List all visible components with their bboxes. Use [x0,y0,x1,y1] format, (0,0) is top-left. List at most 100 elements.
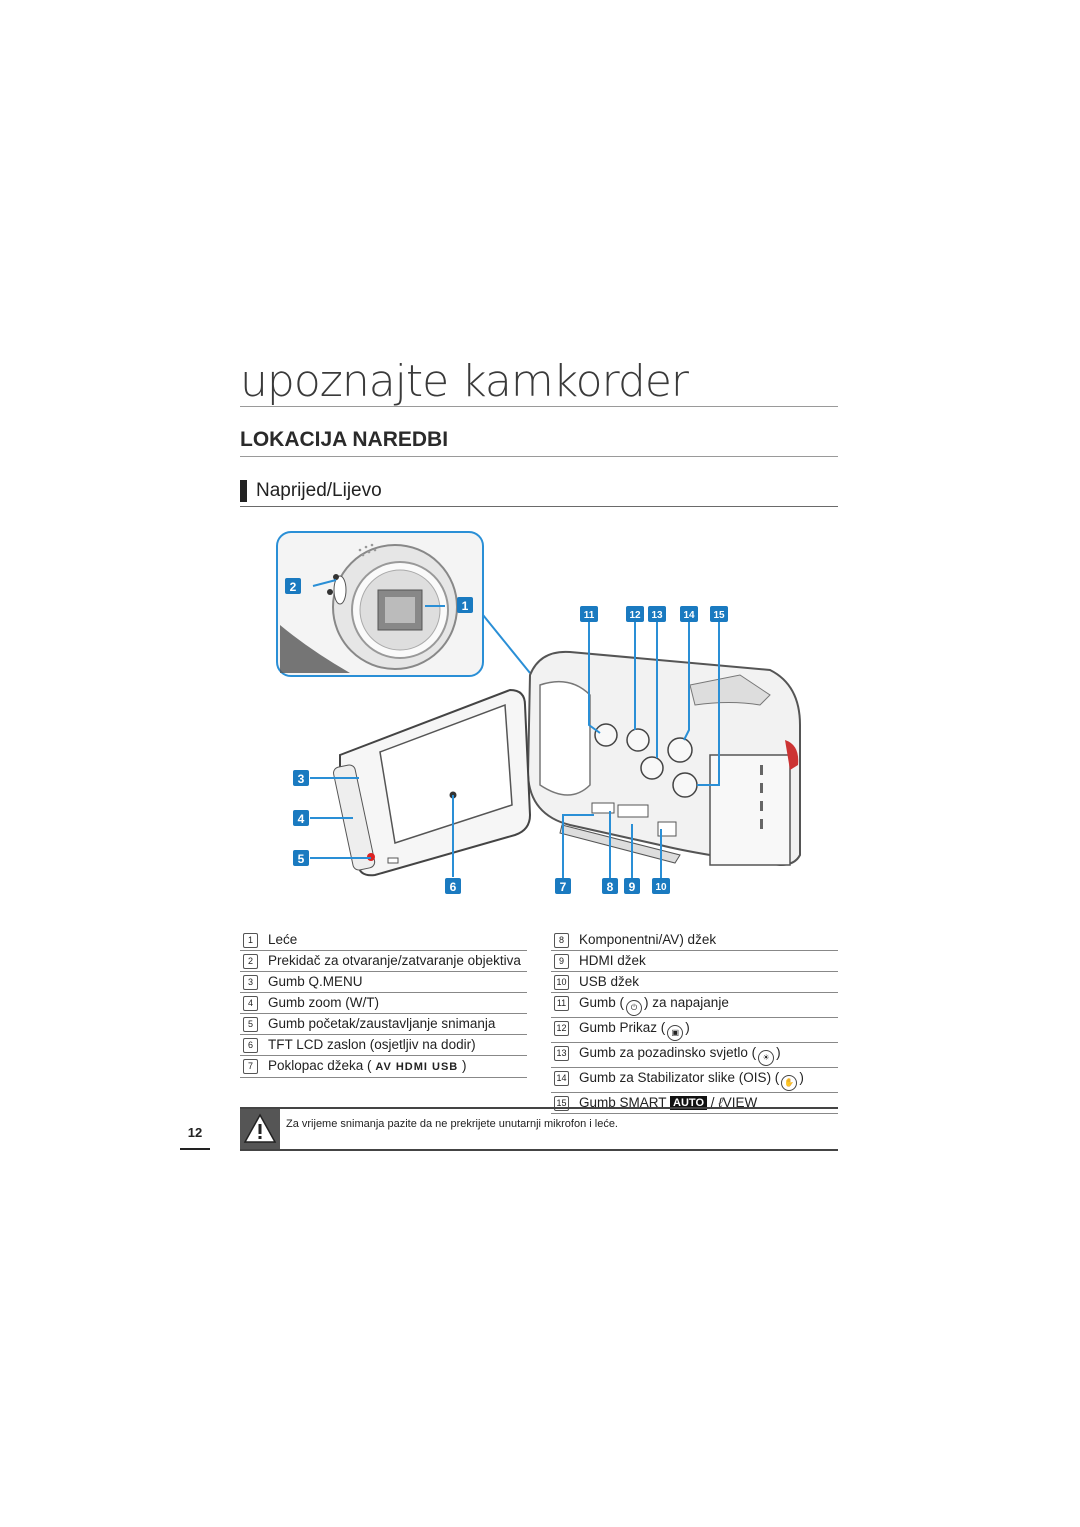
section-title: LOKACIJA NAREDBI [240,428,838,457]
legend-number: 15 [554,1096,569,1111]
legend-text-b: ) [685,1020,690,1035]
legend-text: USB džek [579,974,640,989]
camcorder-diagram: 1 2 3 4 5 6 7 8 9 10 11 12 13 14 15 [276,531,801,894]
callout-11: 11 [580,606,598,622]
legend-number: 13 [554,1046,569,1061]
legend-text-a: Gumb za pozadinsko svjetlo ( [579,1045,757,1060]
legend-text: Poklopac džeka ( AV HDMI USB ) [268,1057,527,1076]
legend-number: 7 [243,1059,258,1074]
legend-left: 1 Leće 2 Prekidač za otvaranje/zatvaranj… [240,930,527,1078]
legend-text: Gumb za Stabilizator slike (OIS) (✋) [579,1069,838,1091]
svg-text:11: 11 [584,610,595,621]
ois-button [667,737,693,763]
legend-text-b: ) [776,1045,781,1060]
ois-icon: ✋ [781,1075,798,1091]
svg-text:12: 12 [629,610,641,621]
legend-number: 12 [554,1021,569,1036]
legend-text-b: / [710,1095,715,1110]
callout-1: 1 [457,597,473,613]
legend-item: 7 Poklopac džeka ( AV HDMI USB ) [240,1056,527,1078]
legend-number: 9 [554,954,569,969]
display-icon: ▣ [667,1025,684,1041]
backlight-icon: ☀ [758,1050,775,1066]
svg-text:10: 10 [655,882,667,893]
legend-text: Gumb za pozadinsko svjetlo (☀) [579,1044,838,1066]
svg-text:4: 4 [298,812,305,826]
legend-item: 10 USB džek [551,972,838,993]
subtitle-bar [240,480,247,502]
legend-text-a: Gumb SMART [579,1095,667,1110]
legend-text: Prekidač za otvaranje/zatvaranje objekti… [268,953,521,968]
sub-title-text: Naprijed/Lijevo [256,480,382,501]
legend-text-c: VIEW [722,1095,758,1110]
legend-text-prefix: Poklopac džeka ( [268,1058,372,1073]
svg-text:14: 14 [683,610,695,621]
legend-number: 5 [243,1017,258,1032]
camcorder-body [526,650,801,867]
legend-text: Gumb početak/zaustavljanje snimanja [268,1016,496,1031]
legend-text: Gumb Prikaz (▣) [579,1019,838,1041]
legend-text: Leće [268,932,298,947]
caution-note: Za vrijeme snimanja pazite da ne prekrij… [240,1107,838,1151]
svg-text:6: 6 [450,880,457,894]
callout-3: 3 [293,770,309,786]
legend-number: 1 [243,933,258,948]
chapter-title: upoznajte kamkorder [240,358,838,407]
legend-number: 4 [243,996,258,1011]
callout-9: 9 [624,878,640,894]
legend-text: HDMI džek [579,953,646,968]
legend-number: 2 [243,954,258,969]
legend-right: 8 Komponentni/AV) džek 9 HDMI džek 10 US… [551,930,838,1114]
legend-text-a: Gumb ( [579,995,625,1010]
legend-item: 15 Gumb SMART AUTO / ℓVIEW [551,1093,838,1114]
legend-text-suffix: ) [462,1058,467,1073]
page-number: 12 [180,1125,210,1150]
smart-auto-button [672,772,698,798]
callout-4: 4 [293,810,309,826]
callout-14: 14 [680,606,698,622]
svg-text:2: 2 [290,580,297,594]
power-button [594,723,618,747]
callout-5: 5 [293,850,309,866]
svg-text:3: 3 [298,772,305,786]
legend-text: Gumb zoom (W/T) [268,995,380,1010]
legend-text-a: Gumb za Stabilizator slike (OIS) ( [579,1070,780,1085]
backlight-button [640,756,664,780]
callout-10: 10 [652,878,670,894]
legend-number: 11 [554,996,569,1011]
svg-text:8: 8 [607,880,614,894]
legend-item: 1 Leće [240,930,527,951]
svg-text:7: 7 [560,880,567,894]
legend-item: 12 Gumb Prikaz (▣) [551,1018,838,1043]
legend-item: 2 Prekidač za otvaranje/zatvaranje objek… [240,951,527,972]
callout-2: 2 [285,578,301,594]
callout-6: 6 [445,878,461,894]
display-button [626,728,650,752]
legend-text: Gumb (⏻) za napajanje [579,994,838,1016]
callout-15: 15 [710,606,728,622]
lcd-panel [333,688,532,877]
legend-number: 10 [554,975,569,990]
legend-text: TFT LCD zaslon (osjetljiv na dodir) [268,1037,476,1052]
svg-text:13: 13 [651,610,663,621]
callout-12: 12 [626,606,644,622]
iview-icon: ℓ [718,1095,723,1110]
legend-item: 9 HDMI džek [551,951,838,972]
lens-inset [276,531,484,677]
legend-item: 4 Gumb zoom (W/T) [240,993,527,1014]
power-icon: ⏻ [626,1000,643,1016]
speaker-grille [358,543,377,557]
smart-auto-badge: AUTO [670,1096,708,1110]
legend-item: 6 TFT LCD zaslon (osjetljiv na dodir) [240,1035,527,1056]
svg-text:15: 15 [713,610,725,621]
legend-item: 5 Gumb početak/zaustavljanje snimanja [240,1014,527,1035]
jack-icons: AV HDMI USB [375,1061,459,1073]
legend-number: 3 [243,975,258,990]
legend-text-b: ) za napajanje [644,995,729,1010]
callouts: 1 2 3 4 5 6 7 8 9 10 11 12 13 14 15 [285,578,728,894]
callout-13: 13 [648,606,666,622]
warning-icon [240,1109,280,1149]
callout-8: 8 [602,878,618,894]
legend-item: 8 Komponentni/AV) džek [551,930,838,951]
svg-text:1: 1 [462,599,469,613]
